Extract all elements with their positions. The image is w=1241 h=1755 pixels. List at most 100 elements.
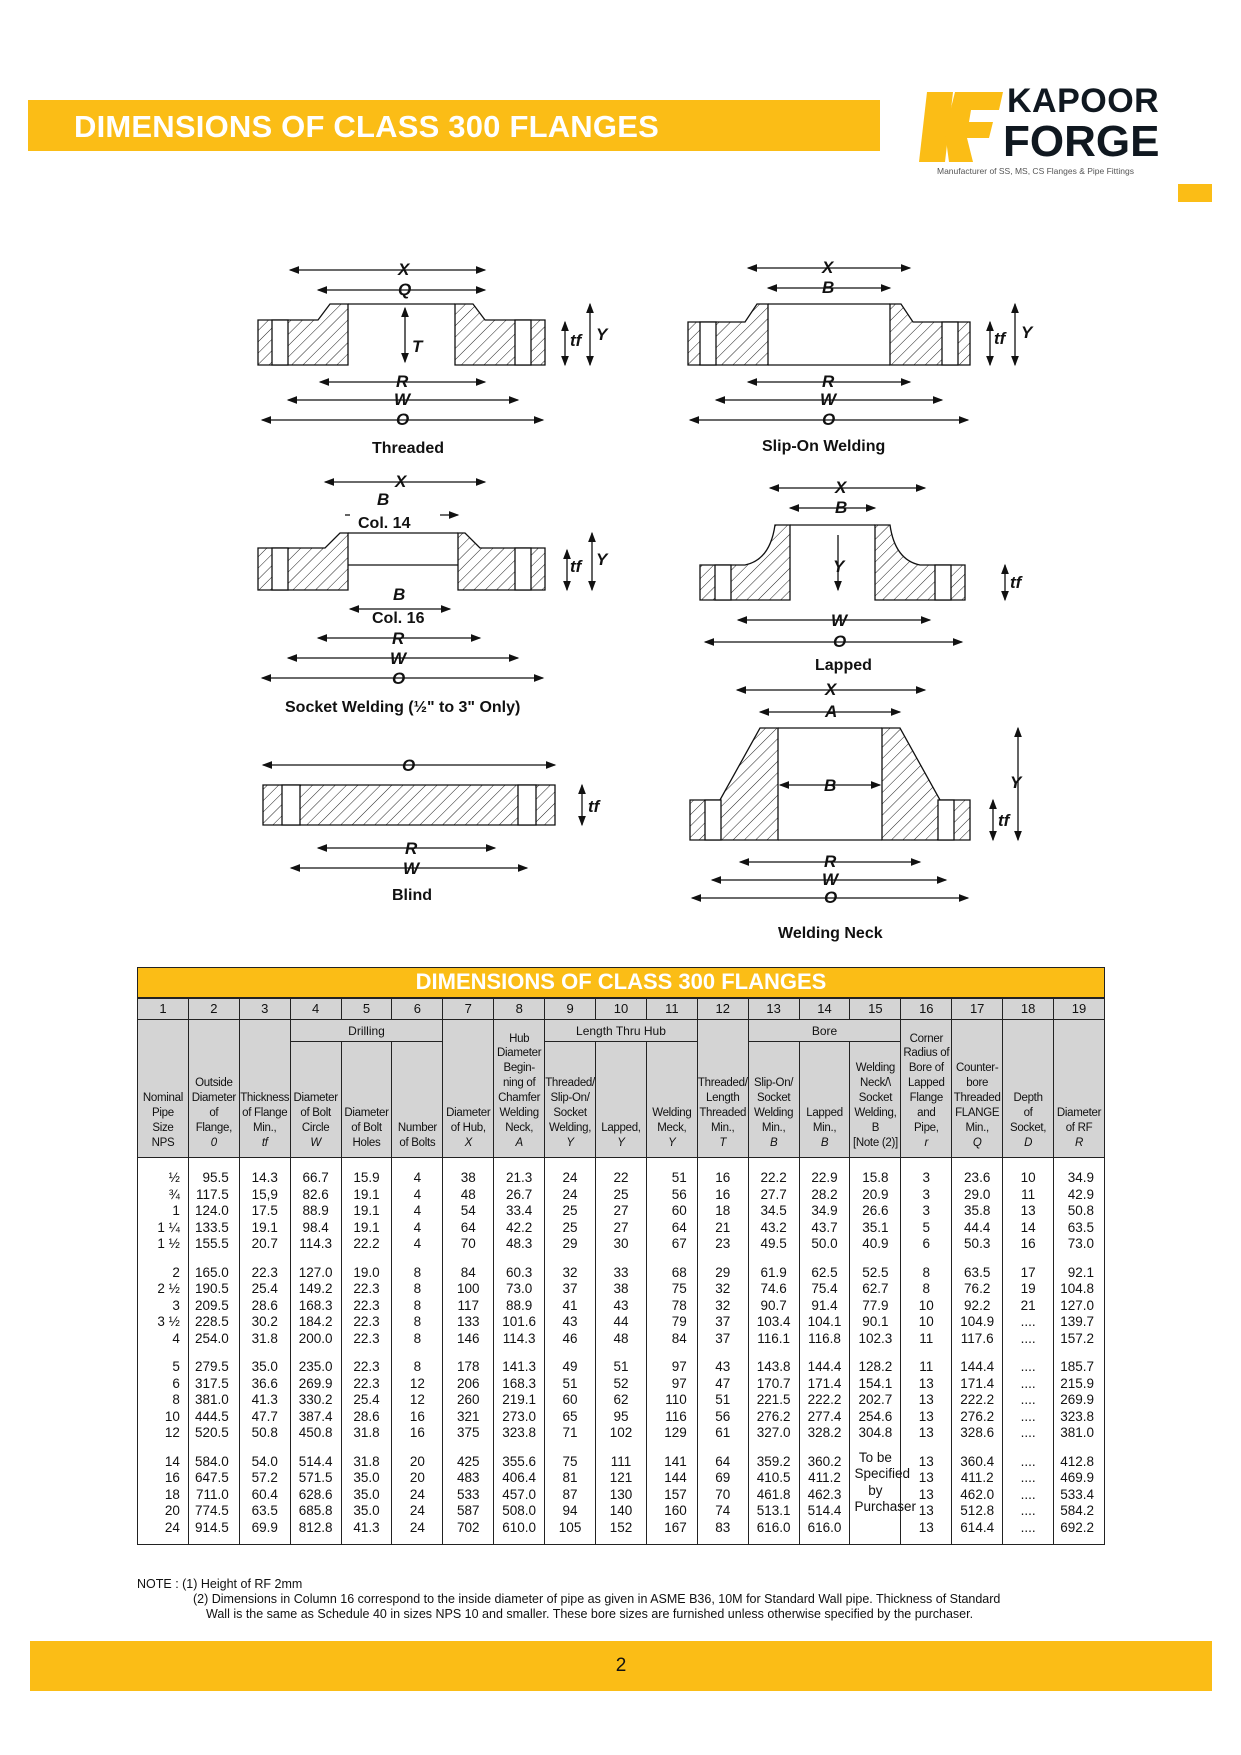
cell-value: 64: [460, 1219, 476, 1235]
cell-value: 19: [1020, 1281, 1036, 1296]
label-w: W: [831, 611, 849, 630]
cell-value: 2: [172, 1264, 180, 1280]
label-tf: tf: [570, 331, 584, 350]
table-cell: ....................: [1002, 1449, 1055, 1545]
cell-value: 4: [413, 1203, 422, 1218]
cell-value: 35.8: [964, 1203, 991, 1218]
cell-value: 25.4: [353, 1392, 380, 1407]
cell-value: 22.3: [353, 1359, 380, 1374]
cell-value: 10: [1020, 1170, 1036, 1185]
cell-value: 412.8: [1060, 1453, 1094, 1469]
cell-value: 97: [671, 1359, 687, 1374]
cell-value: 8: [413, 1330, 422, 1346]
cell-value: 82.6: [302, 1186, 329, 1202]
cell-value: 60: [671, 1203, 687, 1218]
header-line: Y: [668, 1137, 676, 1150]
label-y: Y: [1010, 773, 1023, 792]
threaded-flange-drawing: [257, 266, 594, 424]
cell-value: 41.3: [251, 1392, 278, 1407]
header-line: Thickness: [240, 1092, 290, 1105]
cell-value: 44: [613, 1314, 629, 1329]
cell-value: 116.8: [808, 1330, 841, 1346]
header-line: Threaded/: [697, 1077, 748, 1090]
header-line: of Bolts: [399, 1137, 436, 1150]
cell-value: 94: [562, 1503, 578, 1518]
cell-value: 33: [613, 1264, 629, 1280]
header-line: Nominal: [142, 1092, 183, 1105]
cell-value: 70: [715, 1486, 731, 1502]
cell-value: 215.9: [1060, 1375, 1094, 1391]
cell-value: ....: [1020, 1392, 1036, 1407]
cell-value: 69: [715, 1470, 731, 1485]
cell-value: 25: [562, 1203, 578, 1218]
cell-value: 29: [562, 1236, 578, 1251]
cell-value: 18: [164, 1486, 180, 1502]
cell-value: 62.7: [862, 1281, 889, 1296]
header-line: Diameter: [293, 1092, 338, 1105]
cell-value: 57.2: [251, 1470, 278, 1485]
cell-value: 6: [172, 1375, 180, 1391]
cell-value: ....: [1020, 1375, 1036, 1391]
cell-value: ½: [168, 1170, 180, 1185]
column-number: 17: [951, 997, 1004, 1020]
kapoor-forge-logo: KAPOOR FORGE Manufacturer of SS, MS, CS …: [915, 84, 1175, 178]
cell-value: 12: [409, 1375, 425, 1391]
cell-value: 144.4: [960, 1359, 995, 1374]
cell-value: 30: [613, 1236, 629, 1251]
cell-value: 469.9: [1060, 1470, 1094, 1485]
cell-value: 84: [460, 1264, 476, 1280]
cell-value: 31.8: [353, 1425, 380, 1440]
cell-value: 40.9: [862, 1236, 889, 1251]
cell-value: 141.3: [502, 1359, 537, 1374]
cell-value: 22.3: [251, 1264, 278, 1280]
cell-value: 8: [922, 1264, 931, 1280]
label-o: O: [392, 669, 405, 688]
cell-value: 25: [613, 1186, 629, 1202]
cell-value: 206: [457, 1375, 480, 1391]
cell-value: 444.5: [194, 1408, 229, 1424]
cell-value: ....: [1020, 1314, 1036, 1329]
column-number: 4: [289, 997, 342, 1020]
cell-value: 43.7: [811, 1219, 838, 1235]
cell-value: 221.5: [756, 1392, 791, 1407]
header-line: Length: [706, 1092, 740, 1105]
cell-value: 160: [664, 1503, 687, 1518]
cell-value: 139.7: [1060, 1314, 1094, 1329]
cell-value: 12: [409, 1392, 425, 1407]
cell-value: 28.2: [811, 1186, 838, 1202]
cell-value: 10: [164, 1408, 180, 1424]
cell-value: 483: [457, 1470, 480, 1485]
label-w: W: [820, 390, 838, 409]
label-y: Y: [596, 550, 609, 569]
cell-value: 50.8: [251, 1425, 278, 1440]
cell-value: 25: [562, 1219, 578, 1235]
cell-value: 104.8: [1060, 1281, 1094, 1296]
label-b: B: [824, 776, 836, 795]
cell-value: 360.2: [807, 1453, 842, 1469]
cell-value: 27: [613, 1203, 629, 1218]
cell-value: 51: [671, 1170, 687, 1185]
cell-value: 616.0: [807, 1519, 842, 1535]
cell-value: 8: [413, 1359, 422, 1374]
cell-value: 425: [457, 1453, 480, 1469]
cell-value: 411.2: [808, 1470, 841, 1485]
cell-value: 20: [409, 1453, 425, 1469]
cell-value: 4: [413, 1236, 422, 1251]
cell-value: 75.4: [811, 1281, 838, 1296]
cell-value: 200.0: [298, 1330, 333, 1346]
label-x: X: [394, 472, 408, 491]
